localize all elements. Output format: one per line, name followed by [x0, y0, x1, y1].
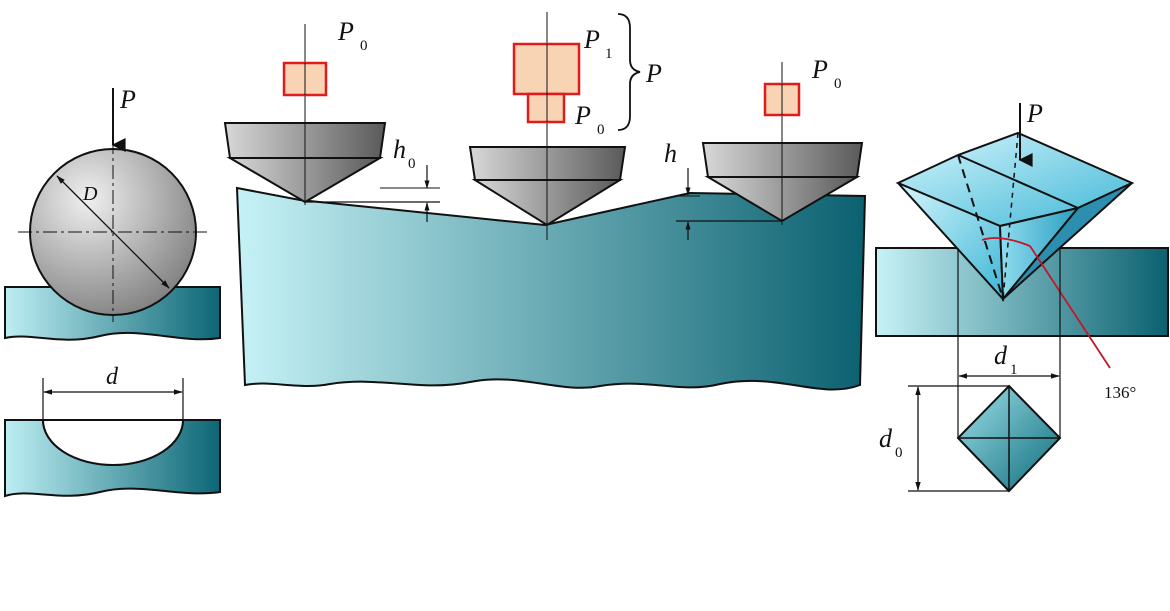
main-load-label: P: [583, 25, 600, 54]
depth-h0-sub: 0: [408, 156, 416, 172]
diag-vertical-label: d: [879, 424, 893, 453]
imprint-diameter-label: d: [106, 364, 119, 390]
rockwell-indenter-1: P 0: [223, 17, 387, 205]
depth-h-dimension: h: [664, 139, 782, 240]
brinell-load-label: P: [119, 85, 136, 114]
vickers-imprint: [956, 384, 1062, 493]
rockwell-specimen: [235, 186, 867, 391]
vickers-load-label: P: [1026, 99, 1043, 128]
diag-horizontal-sub: 1: [1010, 362, 1018, 378]
ball-diameter-arrow: [56, 175, 170, 289]
main-preload-label: P: [574, 101, 591, 130]
final-preload-label: P: [811, 55, 828, 84]
diag-horizontal-label: d: [994, 341, 1008, 370]
preload-label: P: [337, 17, 354, 46]
ball-diameter-label: D: [82, 183, 98, 205]
rockwell-base-weight: [526, 92, 566, 124]
preload-sub: 0: [360, 38, 368, 54]
depth-h0-label: h: [393, 135, 406, 164]
rockwell-indenter-3: P 0: [701, 55, 864, 225]
depth-h-label: h: [664, 139, 677, 168]
rockwell-test: P 0 P 1 P 0 P P 0: [223, 12, 867, 391]
vickers-test: P 136° d 1 d 0: [875, 99, 1169, 493]
vickers-angle-label: 136°: [1104, 383, 1136, 402]
rockwell-indenter-2: P 1 P 0 P: [468, 12, 662, 240]
total-load-label: P: [645, 59, 662, 88]
main-preload-sub: 0: [597, 122, 605, 138]
total-load-brace: [617, 13, 641, 131]
diag-vertical-sub: 0: [895, 445, 903, 461]
depth-h0-dimension: h 0: [305, 135, 440, 222]
final-preload-sub: 0: [834, 76, 842, 92]
vickers-angle-arc: [981, 237, 1031, 247]
brinell-test: P D d: [4, 85, 221, 498]
main-load-sub: 1: [605, 46, 613, 62]
